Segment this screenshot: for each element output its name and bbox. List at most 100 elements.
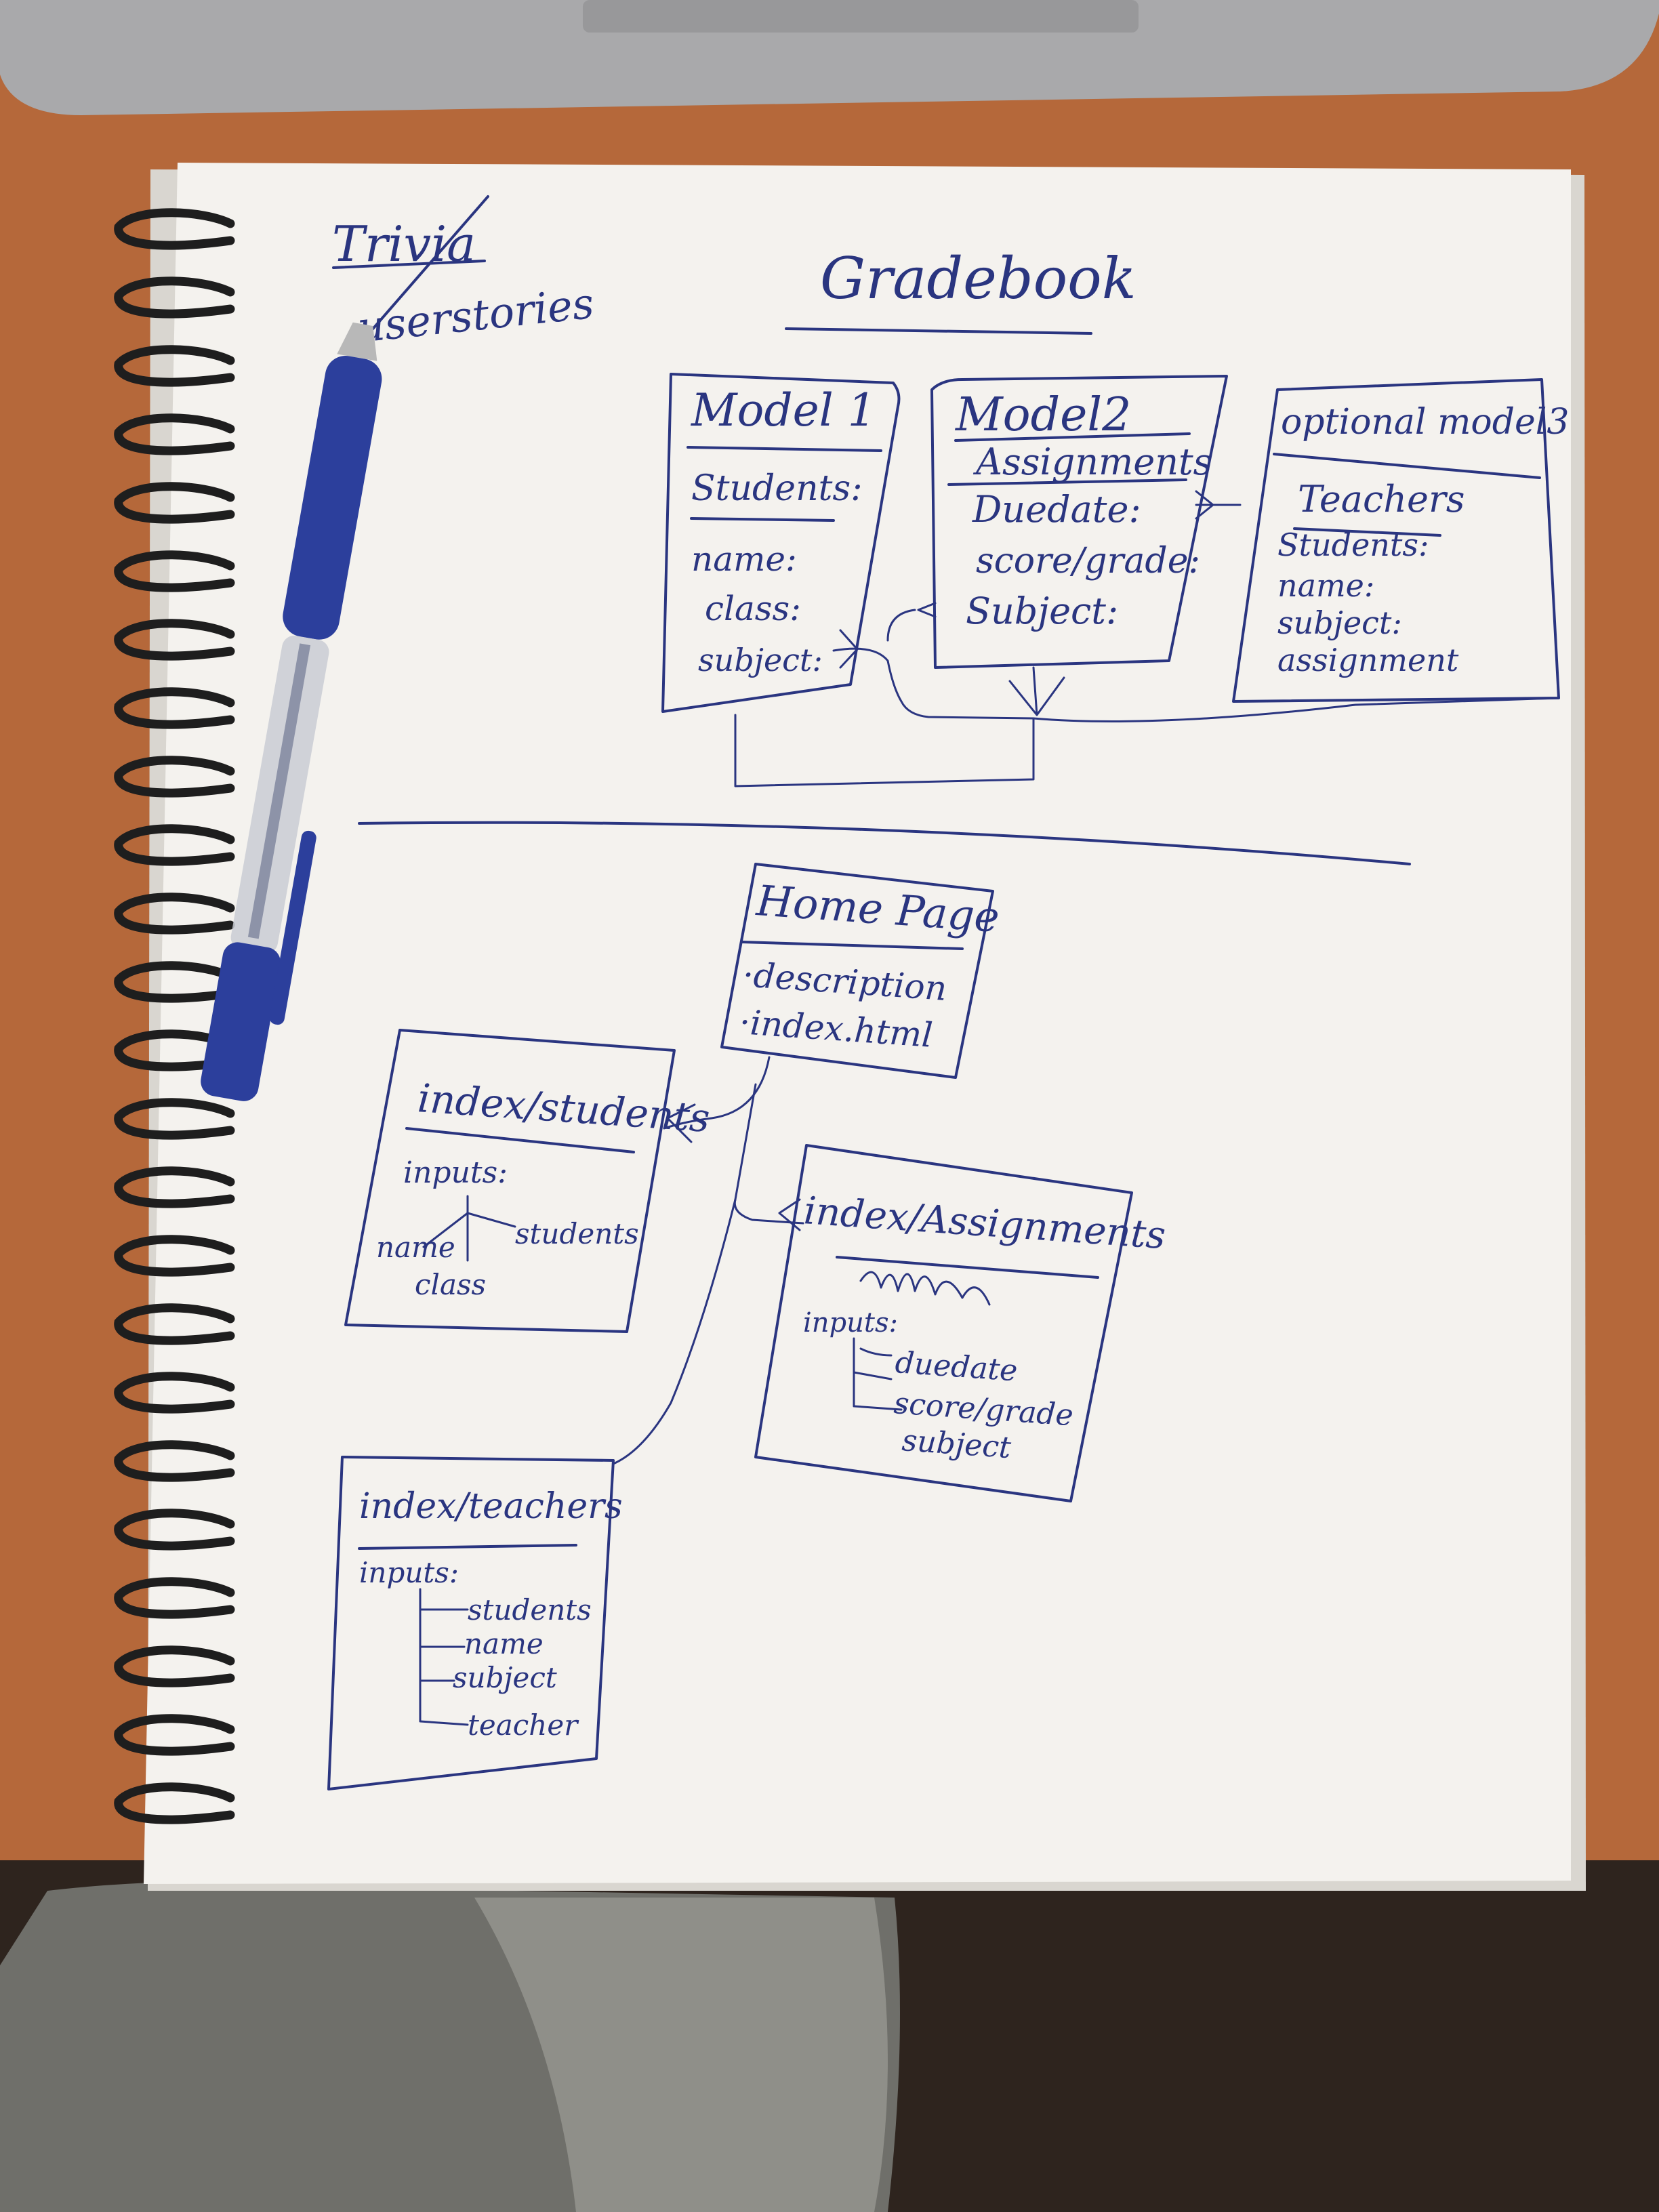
model2-field-3: Subject: (966, 590, 1118, 632)
crowfoot-assignments (778, 1198, 801, 1231)
model3-divider (1273, 453, 1541, 479)
model1-outline (661, 373, 901, 713)
model1-divider (687, 446, 882, 452)
model1-entity: Students: (691, 468, 863, 509)
model3-field-4: assignment (1277, 642, 1459, 678)
pen-tip (337, 322, 377, 361)
paper-sheet (144, 163, 1571, 1884)
assignments-input-1: duedate (894, 1345, 1019, 1388)
sitemap-connectors (612, 1056, 804, 1465)
spiral-loop (114, 482, 235, 524)
model1-field-1: name: (691, 539, 797, 579)
crowfoot-students (666, 1103, 696, 1143)
spiral-loop (114, 1714, 235, 1756)
teachers-input-3: subject (453, 1661, 557, 1694)
assignments-page-divider (836, 1256, 1099, 1279)
model1-title: Model 1 (691, 384, 876, 436)
model2-divider (954, 432, 1191, 442)
spiral-loop (114, 1509, 235, 1551)
assignments-input-tree (853, 1337, 903, 1411)
spiral-loop (114, 1166, 235, 1208)
laptop-trackpad-edge (583, 0, 1139, 33)
model2-field-2: score/grade: (976, 541, 1200, 581)
pen-clip (269, 830, 316, 1025)
pen-cap (201, 942, 281, 1101)
students-page-outline (344, 1029, 676, 1333)
model2-box: Model2 Assignments Duedate: score/grade:… (930, 375, 1228, 669)
model3-entity-underline (1293, 527, 1441, 537)
spiral-loop (114, 824, 235, 866)
spiral-loop (114, 1645, 235, 1687)
spiral-loop (114, 756, 235, 798)
pen-refill (247, 643, 311, 939)
spiral-loop (114, 1098, 235, 1140)
assignments-input-3: subject (901, 1423, 1012, 1465)
crowfoot-model2-model3 (1195, 490, 1242, 520)
crowfoot-model1 (839, 629, 859, 669)
teachers-input-2: name (464, 1627, 544, 1660)
spiral-loop (114, 961, 235, 1003)
model1-entity-underline (690, 517, 835, 522)
teachers-page-divider (358, 1544, 577, 1550)
spiral-loop (114, 208, 235, 250)
spiral-loop (114, 687, 235, 729)
students-input-3: students (515, 1217, 639, 1250)
model1-field-2: class: (705, 589, 801, 628)
connector-home-teachers (612, 1198, 737, 1465)
connector-model2-model3 (1032, 697, 1560, 722)
assignments-scribble (859, 1271, 991, 1306)
spiral-loop (114, 1303, 235, 1345)
students-page-divider (405, 1127, 635, 1153)
gradebook-title: Gradebook (820, 245, 1136, 312)
connector-model1-model2 (832, 647, 1035, 720)
spiral-loop (114, 1440, 235, 1482)
erd-connectors (734, 490, 1560, 787)
teachers-inputs-label: inputs: (359, 1556, 459, 1589)
spiral-loop (114, 1577, 235, 1619)
teachers-page-outline (327, 1456, 615, 1790)
students-input-2: class (415, 1268, 486, 1301)
trivia-underline (332, 260, 486, 269)
spiral-loop (114, 276, 235, 319)
teachers-input-tree (419, 1588, 469, 1726)
model2-field-1: Duedate: (972, 488, 1141, 531)
spiral-loop (114, 345, 235, 387)
spiral-loop (114, 893, 235, 935)
teachers-input-4: teacher (468, 1708, 579, 1742)
section-divider (358, 821, 1411, 865)
students-inputs-label: inputs: (403, 1155, 508, 1190)
pen (201, 322, 382, 1101)
spiral-loop (114, 1029, 235, 1071)
students-input-tree (422, 1195, 516, 1262)
model3-entity: Teachers (1298, 478, 1465, 520)
spiral-loop (114, 1782, 235, 1824)
spiral-loop (114, 1235, 235, 1277)
model2-entity: Assignments (972, 441, 1212, 483)
laptop-edge (0, 0, 1659, 115)
trivia-strike (351, 195, 489, 354)
spiral-loop (114, 1372, 235, 1414)
home-page-divider (741, 941, 964, 950)
spiral-loop (114, 413, 235, 455)
connector-home-students (663, 1056, 771, 1130)
model2-title: Model2 (954, 388, 1131, 442)
spiral-loop (114, 619, 235, 661)
model3-field-1: Students: (1277, 527, 1429, 563)
connector-model2-left (886, 609, 916, 642)
home-page-box: Home Page ·description ·index.html (720, 863, 1001, 1079)
spiral-loop (114, 550, 235, 592)
model2-entity-underline (947, 478, 1187, 486)
model3-title: optional model3 (1281, 402, 1569, 443)
model1-box: Model 1 Students: name: class: subject: (661, 373, 901, 713)
gradebook-underline (785, 327, 1092, 335)
connector-model1-model2-bottom (734, 714, 1035, 787)
students-input-1: name (376, 1231, 455, 1264)
model3-field-3: subject: (1277, 605, 1402, 641)
header-notes: Trivia userstories Gradebook (332, 195, 1136, 354)
pen-grip (283, 356, 382, 640)
model2-outline (930, 375, 1228, 669)
teachers-page-title: index/teachers (359, 1486, 623, 1527)
teachers-page-box: index/teachers inputs: students name sub… (327, 1456, 623, 1790)
teachers-input-1: students (468, 1593, 592, 1626)
